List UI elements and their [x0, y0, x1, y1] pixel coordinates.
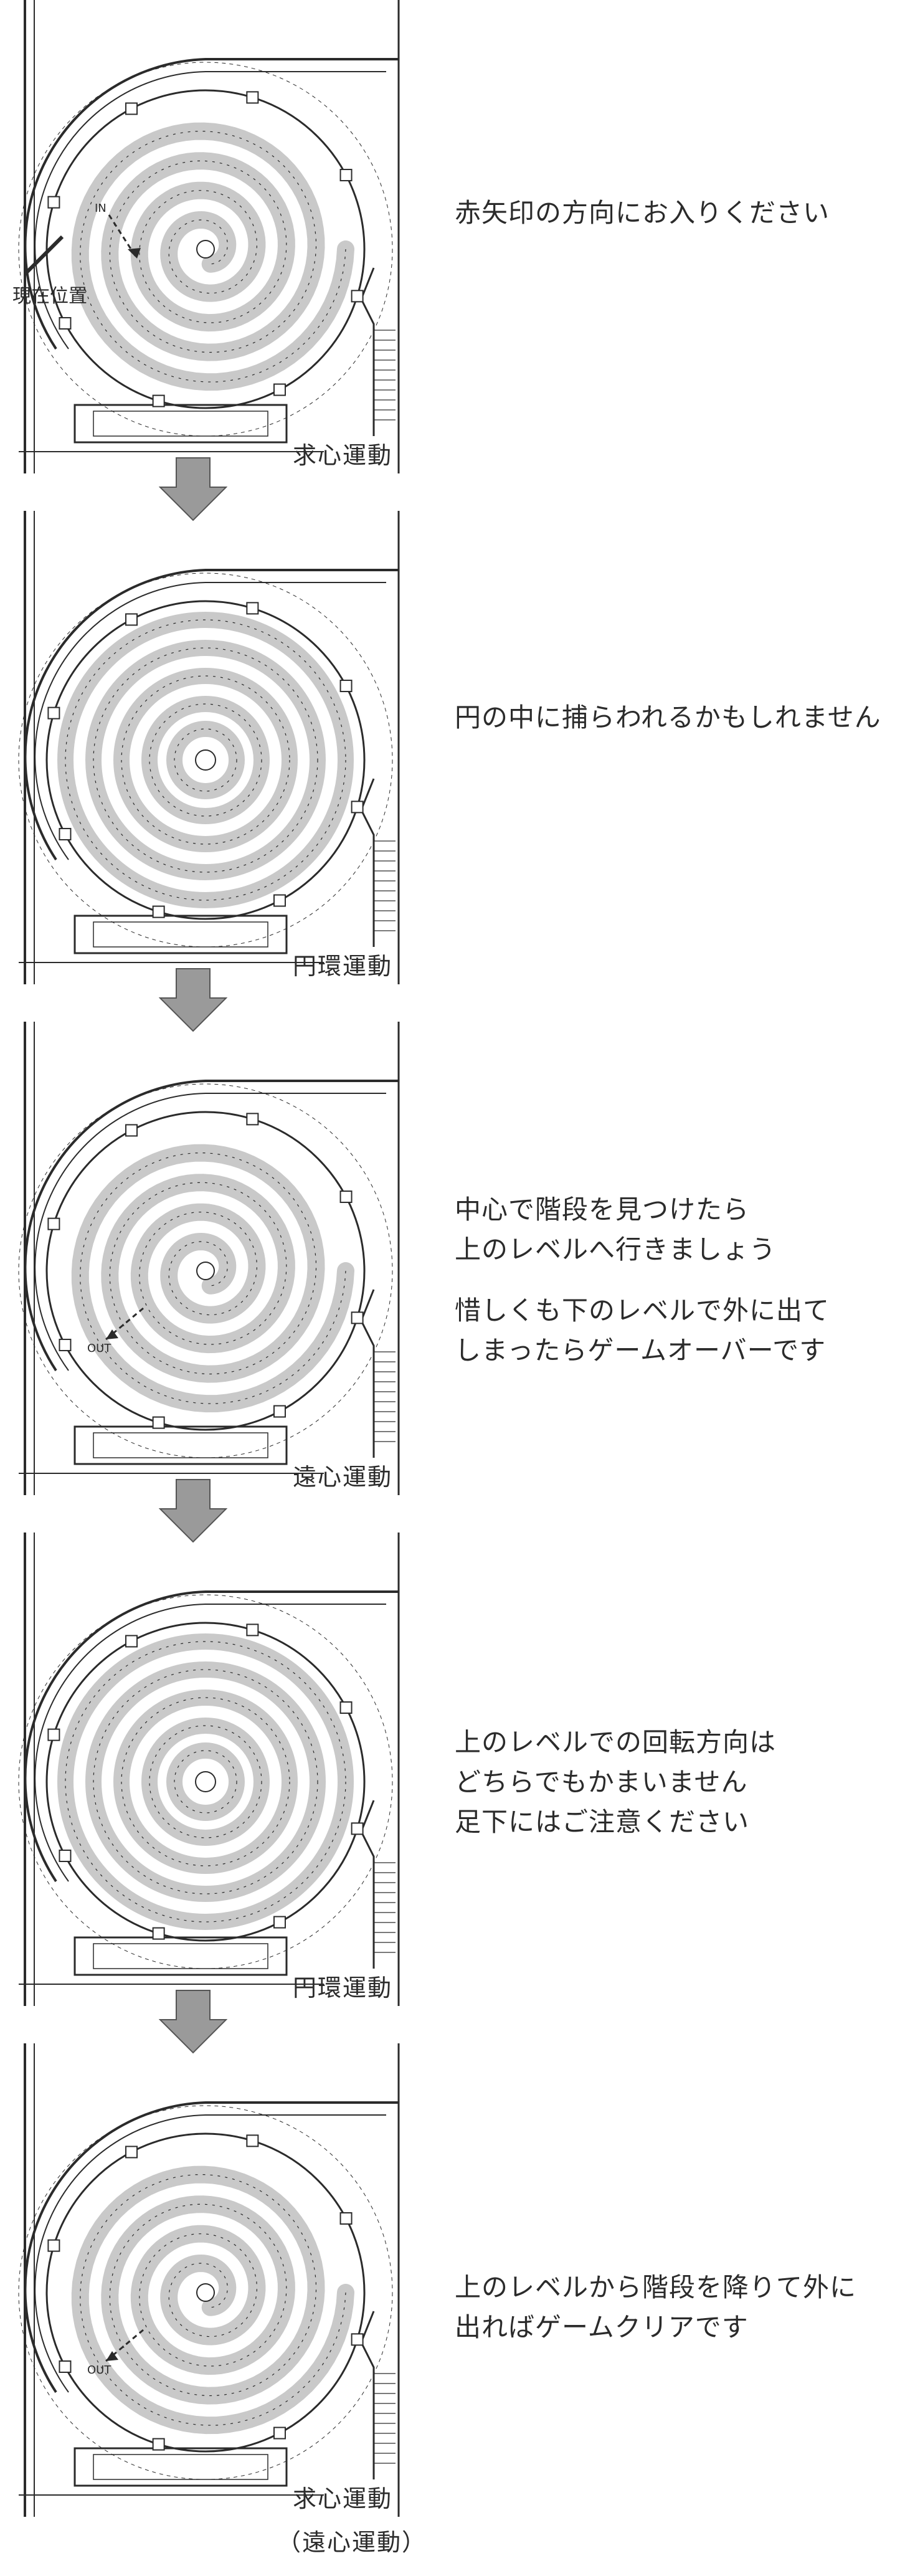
note-gap	[455, 1270, 830, 1291]
spiral-plan	[18, 1533, 400, 2006]
floor-plan-step-2	[0, 511, 436, 984]
down-arrow-icon	[159, 968, 227, 1032]
floor-plan-step-5: OUT	[0, 2043, 436, 2517]
current-position-label: 現在位置	[12, 285, 87, 307]
down-arrow-icon	[159, 1990, 227, 2054]
note-line: 円の中に捕らわれるかもしれません	[455, 702, 881, 733]
entry-arrow-icon: IN	[23, 202, 141, 276]
exit-arrow-icon: OUT	[87, 1307, 144, 1355]
step-2-note: 円の中に捕らわれるかもしれません	[455, 698, 881, 738]
down-arrow-icon	[159, 457, 227, 521]
plan-drawing	[18, 2043, 400, 2517]
note-line: 上のレベルへ行きましょう	[455, 1234, 777, 1265]
floor-plan-step-1: IN	[0, 0, 436, 473]
down-arrow-icon	[159, 1479, 227, 1543]
out-marker: OUT	[87, 1342, 111, 1355]
motion-label: 円環運動	[293, 953, 393, 980]
motion-label: 求心運動	[293, 442, 393, 469]
spiral-plan: OUT	[18, 2043, 400, 2517]
note-line: 中心で階段を見つけたら	[455, 1194, 750, 1225]
out-marker: OUT	[87, 2364, 111, 2377]
step-4-note: 上のレベルでの回転方向は どちらでもかまいません 足下にはご注意ください	[455, 1723, 776, 1842]
spiral-plan: IN	[18, 0, 400, 473]
motion-label: 遠心運動	[293, 1463, 393, 1491]
spiral-plan	[18, 511, 400, 984]
motion-sub-label: （遠心運動）	[277, 2529, 427, 2556]
motion-label: 求心運動	[293, 2485, 393, 2512]
note-line: 上のレベルでの回転方向は	[455, 1727, 777, 1757]
exit-arrow-icon: OUT	[87, 2329, 144, 2377]
note-line: 出ればゲームクリアです	[455, 2312, 749, 2342]
note-line: 惜しくも下のレベルで外に出て	[455, 1295, 830, 1326]
note-line: 上のレベルから階段を降りて外に	[455, 2272, 857, 2303]
plan-drawing	[18, 1022, 400, 1495]
note-line: どちらでもかまいません	[455, 1767, 748, 1797]
plan-drawing	[18, 511, 400, 984]
step-3-note: 中心で階段を見つけたら 上のレベルへ行きましょう 惜しくも下のレベルで外に出て …	[455, 1190, 830, 1371]
motion-label: 円環運動	[293, 1974, 393, 2002]
plan-drawing	[18, 1533, 400, 2006]
floor-plan-step-3: OUT	[0, 1022, 436, 1495]
floor-plan-step-4	[0, 1533, 436, 2006]
plan-drawing	[18, 0, 400, 473]
note-line: しまったらゲームオーバーです	[455, 1335, 827, 1366]
spiral-plan: OUT	[18, 1022, 400, 1495]
note-line: 赤矢印の方向にお入りください	[455, 197, 830, 228]
note-line: 足下にはご注意ください	[455, 1807, 750, 1837]
in-marker: IN	[95, 202, 107, 215]
step-5-note: 上のレベルから階段を降りて外に 出ればゲームクリアです	[455, 2268, 856, 2347]
step-1-note: 赤矢印の方向にお入りください	[455, 193, 830, 233]
